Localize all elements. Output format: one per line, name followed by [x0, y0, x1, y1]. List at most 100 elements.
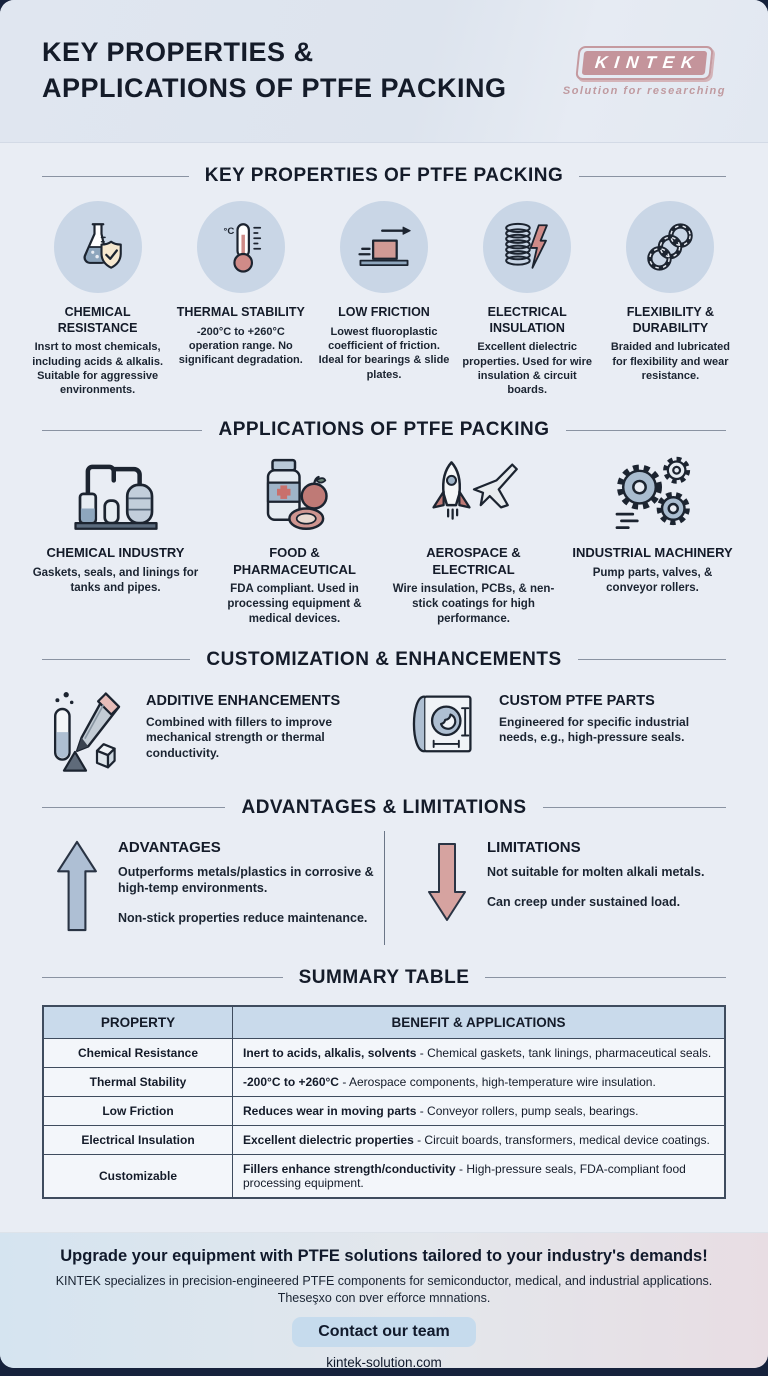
icon-circle [483, 201, 572, 293]
section-title-customization: CUSTOMIZATION & ENHANCEMENTS [206, 648, 562, 670]
section-head-properties: KEY PROPERTIES OF PTFE PACKING [42, 165, 726, 187]
advantages-column: ADVANTAGES Outperforms metals/plastics i… [42, 831, 384, 945]
section-title-summary: SUMMARY TABLE [298, 966, 470, 988]
advantages-point: Non-stick properties reduce maintenance. [118, 911, 368, 926]
customization-row: ADDITIVE ENHANCEMENTS Combined with fill… [0, 671, 768, 775]
benefit-lead: Reduces wear in moving parts [243, 1103, 417, 1118]
testtube-pencil-icon [53, 691, 121, 772]
property-desc: Insrt to most chemicals, including acids… [32, 341, 164, 397]
property-desc: Braided and lubricated for flexibility a… [610, 341, 731, 382]
summary-benefit-cell: Excellent dielectric properties - Circui… [232, 1124, 726, 1155]
table-row: Customizable Fillers enhance strength/co… [42, 1153, 726, 1198]
application-industrial-machinery: INDUSTRIAL MACHINERY Pump parts, valves,… [563, 453, 742, 626]
application-title: AEROSPACE & ELECTRICAL [426, 545, 521, 577]
property-chemical-resistance: CHEMICAL RESISTANCE Insrt to most chemic… [26, 201, 169, 397]
icon-circle [626, 201, 715, 293]
benefit-rest: - Chemical gaskets, tank linings, pharma… [416, 1045, 712, 1060]
advantages-title: ADVANTAGES [118, 838, 221, 856]
application-aerospace-electrical: AEROSPACE & ELECTRICAL Wire insulation, … [384, 453, 563, 626]
website-link[interactable]: kintek-solution.com [326, 1354, 442, 1368]
applications-row: CHEMICAL INDUSTRY Gaskets, seals, and li… [0, 441, 768, 626]
summary-benefit-cell: -200°C to +260°C - Aerospace components,… [232, 1066, 726, 1097]
summary-col-property: PROPERTY [42, 1005, 233, 1039]
table-row: Chemical Resistance Inert to acids, alka… [42, 1037, 726, 1068]
benefit-lead: Fillers enhance strength/conductivity [243, 1161, 456, 1176]
divider-line [42, 659, 191, 661]
summary-property-cell: Electrical Insulation [42, 1124, 233, 1155]
advantages-limitations-grid: ADVANTAGES Outperforms metals/plastics i… [42, 830, 726, 945]
application-title: FOOD & PHARMACEUTICAL [233, 545, 356, 577]
properties-row: CHEMICAL RESISTANCE Insrt to most chemic… [0, 187, 768, 397]
benefit-rest: - Aerospace components, high-temperature… [338, 1074, 656, 1089]
icon-circle: °C [196, 201, 285, 293]
benefit-lead: Excellent dielectric properties [243, 1132, 414, 1147]
header: KEY PROPERTIES & APPLICATIONS OF PTFE PA… [0, 0, 768, 143]
property-electrical-insulation: ELECTRICAL INSULATION Excellent dielectr… [456, 201, 599, 397]
kintek-logo-tagline: Solution for researching [562, 84, 726, 97]
benefit-rest: - Circuit boards, transformers, medical … [413, 1132, 710, 1147]
divider-line [42, 429, 203, 431]
chemical-plant-icon [73, 465, 158, 531]
property-title: CHEMICAL RESISTANCE [57, 305, 138, 335]
divider-line [42, 977, 283, 978]
down-arrow-icon [428, 842, 466, 921]
summary-table: PROPERTY BENEFIT & APPLICATIONS Chemical… [42, 1004, 726, 1199]
customization-title: CUSTOM PTFE PARTS [499, 692, 655, 709]
property-title: ELECTRICAL INSULATION [487, 305, 567, 335]
divider-line [542, 807, 726, 809]
section-title-properties: KEY PROPERTIES OF PTFE PACKING [204, 165, 564, 186]
braided-rope-icon [647, 223, 694, 271]
divider-line [577, 659, 727, 661]
property-desc: -200°C to +260°C operation range. No sig… [178, 325, 303, 367]
customization-title: ADDITIVE ENHANCEMENTS [146, 692, 341, 709]
summary-col-benefit: BENEFIT & APPLICATIONS [232, 1005, 726, 1039]
divider-line [42, 175, 189, 177]
divider-line [485, 977, 726, 978]
application-title: CHEMICAL INDUSTRY [46, 545, 185, 561]
application-desc: Wire insulation, PCBs, & nen-stick coati… [392, 582, 555, 625]
section-title-advantages-limitations: ADVANTAGES & LIMITATIONS [241, 796, 527, 818]
flask-shield-icon [83, 223, 122, 269]
contact-button[interactable]: Contact our team [292, 1316, 476, 1347]
section-head-applications: APPLICATIONS OF PTFE PACKING [42, 419, 726, 441]
footer-subtext: KINTEK specializes in precision-engineer… [55, 1274, 713, 1305]
section-title-applications: APPLICATIONS OF PTFE PACKING [218, 419, 550, 441]
summary-property-cell: Low Friction [42, 1095, 233, 1126]
section-head-customization: CUSTOMIZATION & ENHANCEMENTS [42, 648, 727, 671]
property-title: LOW FRICTION [338, 305, 430, 319]
icon-circle [53, 201, 142, 293]
page-title-line2: APPLICATIONS OF PTFE PACKING [42, 73, 507, 103]
table-row: Thermal Stability -200°C to +260°C - Aer… [42, 1066, 726, 1097]
application-desc: Gaskets, seals, and linings for tanks an… [32, 566, 199, 594]
food-pharma-icon [266, 459, 328, 531]
customization-additive-enhancements: ADDITIVE ENHANCEMENTS Combined with fill… [42, 687, 369, 775]
property-desc: Lowest fluoroplastic coefficient of fric… [318, 325, 450, 381]
summary-benefit-cell: Inert to acids, alkalis, solvents - Chem… [232, 1037, 726, 1068]
customization-custom-ptfe-parts: CUSTOM PTFE PARTS Engineered for specifi… [399, 687, 726, 775]
summary-property-cell: Customizable [42, 1153, 233, 1198]
limitations-point: Can creep under sustained load. [487, 895, 681, 909]
divider-line [565, 429, 726, 431]
thermometer-icon: °C [223, 223, 261, 273]
limitations-point: Not suitable for molten alkali metals. [487, 864, 705, 879]
benefit-lead: Inert to acids, alkalis, solvents [243, 1045, 417, 1060]
icon-circle [340, 201, 428, 293]
property-title: FLEXIBILITY & DURABILITY [626, 305, 715, 335]
property-flexibility-durability: FLEXIBILITY & DURABILITY Braided and lub… [599, 201, 742, 397]
application-chemical-industry: CHEMICAL INDUSTRY Gaskets, seals, and li… [26, 453, 205, 626]
property-title: THERMAL STABILITY [176, 305, 305, 319]
application-desc: FDA compliant. Used in processing equipm… [227, 582, 362, 625]
application-desc: Pump parts, valves, & conveyor rollers. [592, 566, 713, 594]
page-title: KEY PROPERTIES & APPLICATIONS OF PTFE PA… [42, 35, 507, 106]
limitations-column: LIMITATIONS Not suitable for molten alka… [384, 830, 726, 945]
customization-desc: Combined with fillers to improve mechani… [146, 714, 333, 760]
kintek-logo-box: KINTEK [574, 45, 714, 80]
table-row: Low Friction Reduces wear in moving part… [42, 1095, 726, 1126]
gears-icon [615, 457, 690, 530]
blueprint-icon [412, 695, 472, 753]
sliding-block-icon [358, 226, 411, 267]
benefit-lead: -200°C to +260°C [243, 1074, 339, 1089]
application-title: INDUSTRIAL MACHINERY [572, 545, 733, 561]
advantages-point: Outperforms metals/plastics in corrosive… [118, 864, 374, 895]
